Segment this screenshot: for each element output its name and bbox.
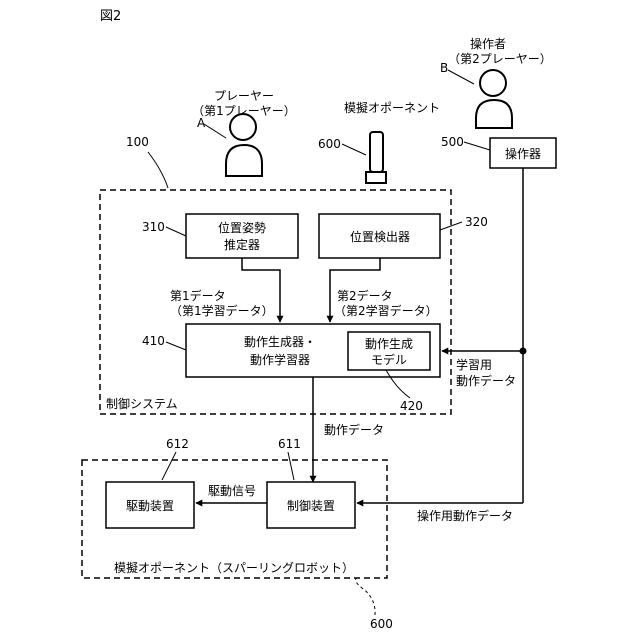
motion-model-line1: 動作生成 — [365, 337, 413, 351]
player-a-figure — [226, 114, 262, 176]
motion-generator-ref: 410 — [142, 334, 165, 348]
data2-line1: 第2データ — [337, 288, 393, 303]
operator-b-subtitle: （第2プレーヤー） — [448, 52, 552, 66]
operator-b-figure — [476, 70, 512, 128]
mock-component-bottom-ref: 600 — [370, 617, 393, 631]
operator-b-title: 操作者 — [470, 36, 506, 51]
motion-generator-leader — [166, 342, 186, 350]
data2-line2: （第2学習データ） — [334, 303, 438, 318]
control-system-label: 制御システム — [106, 396, 178, 411]
control-device-label: 制御装置 — [287, 498, 335, 513]
drive-device-leader — [162, 452, 176, 480]
drive-signal-label: 駆動信号 — [208, 484, 256, 498]
controller-leader — [464, 142, 490, 150]
pose-estimator-line1: 位置姿勢 — [218, 220, 266, 235]
operator-b-leader — [448, 70, 474, 84]
controller-label: 操作器 — [505, 146, 541, 161]
figure-label: 図2 — [100, 9, 121, 24]
player-a-subtitle: （第1プレーヤー） — [192, 104, 296, 118]
pose-estimator-ref: 310 — [142, 220, 165, 234]
player-a-title: プレーヤー — [214, 89, 274, 103]
control-system-leader — [148, 152, 168, 188]
mock-component-top-leader — [342, 144, 366, 155]
data1-line2: （第1学習データ） — [170, 303, 274, 318]
player-a-letter: A — [197, 116, 206, 130]
position-detector-label: 位置検出器 — [350, 229, 410, 244]
data1-line1: 第1データ — [170, 288, 226, 303]
motion-generator-line2: 動作学習器 — [250, 352, 310, 367]
motion-data-label: 動作データ — [324, 422, 384, 437]
mock-component-icon — [366, 132, 386, 183]
motion-model-ref: 420 — [400, 399, 423, 413]
mock-component-top-label: 模擬オポーネント — [344, 100, 440, 115]
drive-device-ref: 612 — [166, 437, 189, 451]
mock-component-bottom-leader — [356, 578, 375, 615]
pose-estimator-line2: 推定器 — [224, 237, 260, 252]
controller-ref: 500 — [441, 135, 464, 149]
mock-component-top-ref: 600 — [318, 137, 341, 151]
control-device-ref: 611 — [278, 437, 301, 451]
control-system-ref: 100 — [126, 135, 149, 149]
motion-generator-line1: 動作生成器・ — [244, 335, 316, 349]
operator-b-letter: B — [440, 61, 448, 75]
learning-motion-data-line1: 学習用 — [456, 357, 492, 372]
operation-motion-data-label: 操作用動作データ — [417, 508, 513, 523]
control-device-leader — [288, 452, 294, 480]
drive-device-label: 駆動装置 — [126, 499, 174, 513]
player-a-leader — [204, 124, 226, 138]
position-detector-ref: 320 — [465, 215, 488, 229]
motion-model-line2: モデル — [371, 352, 407, 367]
learning-motion-data-line2: 動作データ — [456, 373, 516, 388]
mock-component-bottom-label: 模擬オポーネント（スパーリングロボット） — [114, 560, 354, 575]
pose-estimator-leader — [166, 227, 186, 236]
